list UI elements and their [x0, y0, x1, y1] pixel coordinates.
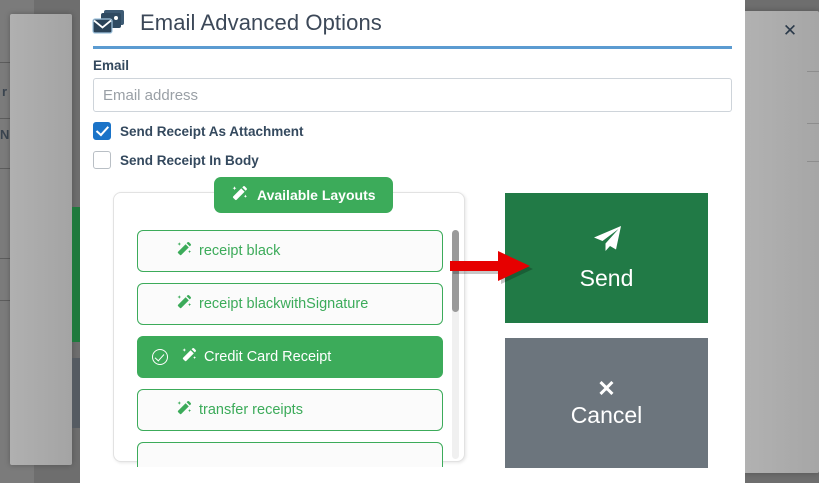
send-in-body-label: Send Receipt In Body — [120, 152, 259, 168]
send-button-label: Send — [579, 265, 634, 291]
email-form: Email Send Receipt As Attachment Send Re… — [80, 49, 745, 170]
paper-plane-icon — [590, 224, 624, 259]
send-in-body-checkbox[interactable] — [93, 151, 111, 169]
list-item-label: receipt blackwithSignature — [199, 296, 369, 312]
send-as-attachment-checkbox[interactable] — [93, 122, 111, 140]
list-item[interactable]: transfer receipts — [137, 389, 443, 431]
available-layouts-header: Available Layouts — [214, 177, 393, 213]
list-item-partial[interactable] — [137, 442, 443, 467]
send-in-body-row[interactable]: Send Receipt In Body — [93, 150, 732, 170]
background-gray-button — [72, 358, 83, 428]
check-circle-icon — [152, 349, 168, 365]
email-advanced-options-modal: Email Advanced Options Email Send Receip… — [80, 0, 745, 483]
list-item-selected[interactable]: Credit Card Receipt — [137, 336, 443, 378]
close-icon[interactable]: ✕ — [782, 20, 798, 40]
magic-wand-icon — [176, 294, 192, 314]
available-layouts-label: Available Layouts — [257, 187, 376, 203]
x-icon: ✕ — [597, 375, 616, 401]
layouts-list: receipt black receipt blackwithSignature — [113, 230, 465, 467]
page-title: Email Advanced Options — [140, 10, 382, 35]
email-label: Email — [93, 58, 130, 73]
email-stack-icon — [92, 9, 126, 37]
background-text-fragment: r — [2, 84, 8, 99]
background-green-button — [72, 207, 83, 342]
available-layouts-panel: Available Layouts receipt black — [113, 177, 465, 467]
modal-header: Email Advanced Options — [80, 0, 745, 40]
cancel-button-label: Cancel — [570, 401, 643, 428]
list-item-label: Credit Card Receipt — [204, 349, 332, 365]
send-button[interactable]: Send — [505, 193, 708, 323]
scrollbar-thumb[interactable] — [452, 230, 459, 312]
magic-wand-icon — [181, 347, 197, 367]
send-as-attachment-label: Send Receipt As Attachment — [120, 123, 304, 139]
magic-wand-icon — [176, 241, 192, 261]
list-item-label: receipt black — [199, 243, 281, 259]
email-field[interactable] — [93, 78, 732, 112]
send-as-attachment-row[interactable]: Send Receipt As Attachment — [93, 121, 732, 141]
backdrop-overlay-left — [10, 14, 72, 465]
cancel-button[interactable]: ✕ Cancel — [505, 338, 708, 468]
list-item[interactable]: receipt black — [137, 230, 443, 272]
list-item[interactable]: receipt blackwithSignature — [137, 283, 443, 325]
magic-wand-icon — [231, 185, 248, 205]
backdrop-overlay-right — [742, 11, 819, 473]
scrollbar-track[interactable] — [452, 230, 459, 459]
magic-wand-icon — [176, 400, 192, 420]
list-item-label: transfer receipts — [199, 402, 303, 418]
header-divider — [93, 46, 732, 49]
